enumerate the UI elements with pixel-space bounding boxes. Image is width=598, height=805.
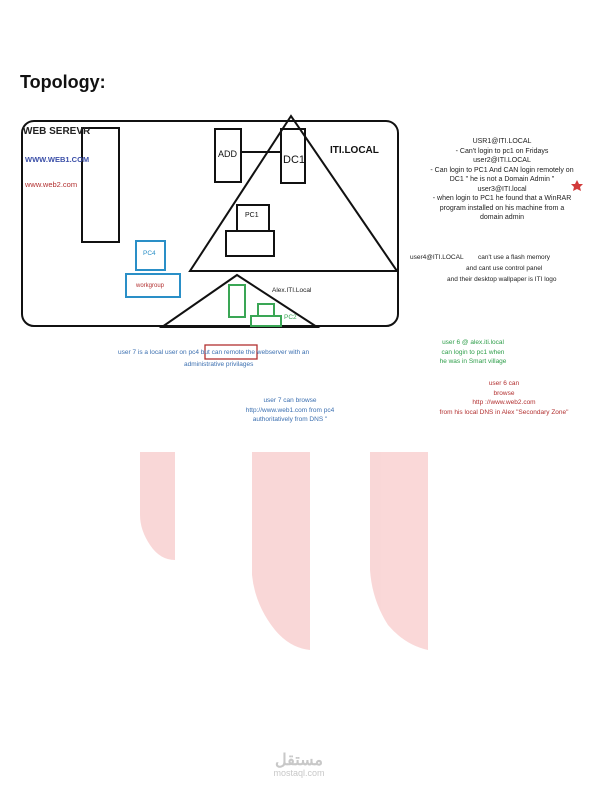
user4-header: user4@ITI.LOCAL — [410, 254, 464, 261]
user2-line1: - Can login to PC1 And CAN login remotel… — [430, 166, 574, 174]
pc4-monitor — [135, 240, 166, 271]
add-server-box — [214, 128, 242, 183]
user4-line1: can't use a flash memory — [478, 254, 551, 261]
user6-browse-line4: from his local DNS in Alex "Secondary Zo… — [439, 408, 569, 416]
subdomain-label: Alex.ITI.Local — [272, 287, 312, 294]
user6-browse-line1: user 6 can — [488, 380, 520, 387]
user6-login-notes: user 6 @ alex.iti.local can login to pc1… — [418, 338, 528, 367]
user6-login-line3: he was in Smart village — [439, 358, 507, 365]
user6-login-line1: user 6 @ alex.iti.local — [442, 339, 504, 346]
user6-login-line2: can login to pc1 when — [441, 348, 505, 356]
user7-remote-line1: user 7 is a local user on pc4 but can re… — [118, 348, 309, 358]
web2-url-label: www.web2.com — [25, 180, 78, 189]
dc1-label: DC1 — [283, 154, 306, 166]
pc1-label: PC1 — [245, 212, 259, 219]
user1-header: USR1@ITI.LOCAL — [472, 138, 532, 145]
pc2-label: PC2 — [284, 314, 297, 321]
user7-remote-pre: user 7 is a local user on pc4 — [118, 349, 199, 356]
warning-star-icon — [571, 180, 583, 191]
pc4-label: PC4 — [143, 250, 156, 257]
user7-remote-post: the webserver with an — [245, 349, 310, 356]
user7-browse-line2: http://www.web1.com from pc4 — [245, 406, 335, 414]
pc1-base — [225, 230, 275, 257]
web-server-title: WEB SEREVR — [23, 126, 91, 137]
pc2-monitor — [257, 303, 275, 317]
user1-line1: - Can't login to pc1 on Fridays — [455, 147, 549, 155]
web1-url-label: WWW.WEB1.COM — [25, 155, 90, 164]
workgroup-label: workgroup — [136, 283, 165, 289]
add-label: ADD — [218, 149, 238, 159]
alex-subdomain-triangle — [158, 273, 321, 328]
watermark-bar-middle — [252, 452, 310, 650]
user7-remote-highlight: but can remote — [200, 349, 245, 356]
pc2-base — [250, 315, 282, 327]
pc2-tower — [228, 284, 246, 318]
user2-header: user2@ITI.LOCAL — [473, 157, 531, 164]
iti-local-domain-triangle — [188, 114, 399, 272]
user7-remote-line2: administrative privilages — [184, 361, 254, 368]
user3-line3: domain admin — [480, 214, 524, 221]
users-1-3-notes: USR1@ITI.LOCAL - Can't login to pc1 on F… — [420, 137, 584, 223]
user3-header: user3@ITI.local — [477, 185, 527, 193]
user4-line2: and cant use control panel — [466, 265, 543, 272]
dc1-server-box — [280, 128, 306, 184]
remote-highlight-box — [204, 344, 258, 360]
watermark-arabic: مستقل — [275, 752, 323, 769]
user6-browse-line3: http ://www.web2.com — [472, 399, 536, 406]
user6-browse-line2: browse — [493, 389, 515, 397]
user2-line2: DC1 " he is not a Domain Admin " — [449, 176, 555, 183]
domain-label: ITI.LOCAL — [330, 145, 379, 156]
user7-browse-line3: authoritatively from DNS " — [252, 416, 328, 423]
mostaql-watermark: مستقل mostaql.com — [0, 750, 598, 778]
page-title: Topology: — [20, 72, 106, 92]
user6-browse-notes: user 6 can browse http ://www.web2.com f… — [420, 379, 588, 417]
pc4-base — [125, 273, 181, 298]
web-server-box — [81, 127, 120, 243]
user7-browse-notes: user 7 can browse http://www.web1.com fr… — [230, 396, 350, 425]
user3-line2: program installed on his machine from a — [439, 204, 565, 212]
user4-line3: and their desktop wallpaper is ITI logo — [447, 276, 557, 283]
user7-browse-line1: user 7 can browse — [263, 397, 317, 404]
watermark-bars — [140, 452, 428, 650]
watermark-latin: mostaql.com — [273, 768, 325, 778]
watermark-bar-left — [140, 452, 175, 560]
watermark-bar-right — [370, 452, 428, 650]
user3-line1: - when login to PC1 he found that a WinR… — [432, 195, 572, 202]
